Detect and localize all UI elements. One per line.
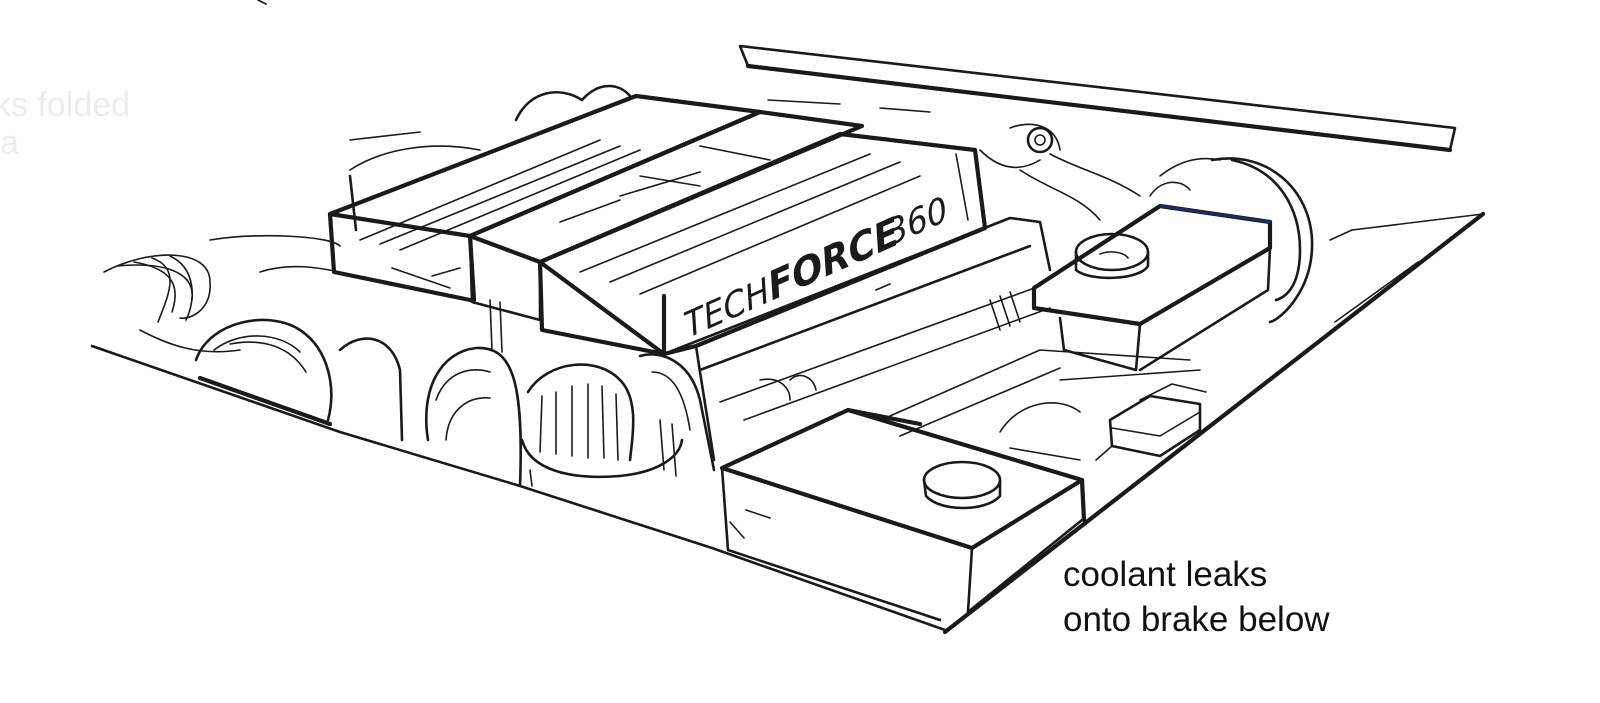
lower-tray: [889, 349, 1201, 461]
ghost-text-line-2: a: [0, 124, 19, 162]
ghost-text-line-1: ks folded: [0, 86, 131, 124]
techforce-logo: TECH FORCE 360: [680, 189, 951, 347]
top-connectors: [348, 84, 1141, 232]
left-intake-arches: [194, 318, 523, 488]
left-hose-coils: [103, 234, 341, 353]
stray-mark: [257, 0, 267, 5]
annotation-line-1: coolant leaks: [1063, 555, 1268, 594]
relay-box: [1095, 383, 1207, 461]
engine-cover-right: [537, 131, 988, 357]
annotation-line-2: onto brake below: [1063, 600, 1330, 639]
ghost-handwriting: ks folded a: [0, 86, 130, 162]
coolant-reservoir: [719, 407, 1087, 622]
center-coil-hose: [520, 353, 716, 487]
hood-rear-edge: [738, 44, 1457, 153]
brake-reservoir: [1031, 203, 1273, 372]
brake-booster: [1149, 157, 1314, 324]
brand-main: FORCE: [764, 209, 904, 310]
shading-hatch: [489, 291, 1021, 477]
annotation-note: coolant leaks onto brake below: [1063, 552, 1330, 642]
